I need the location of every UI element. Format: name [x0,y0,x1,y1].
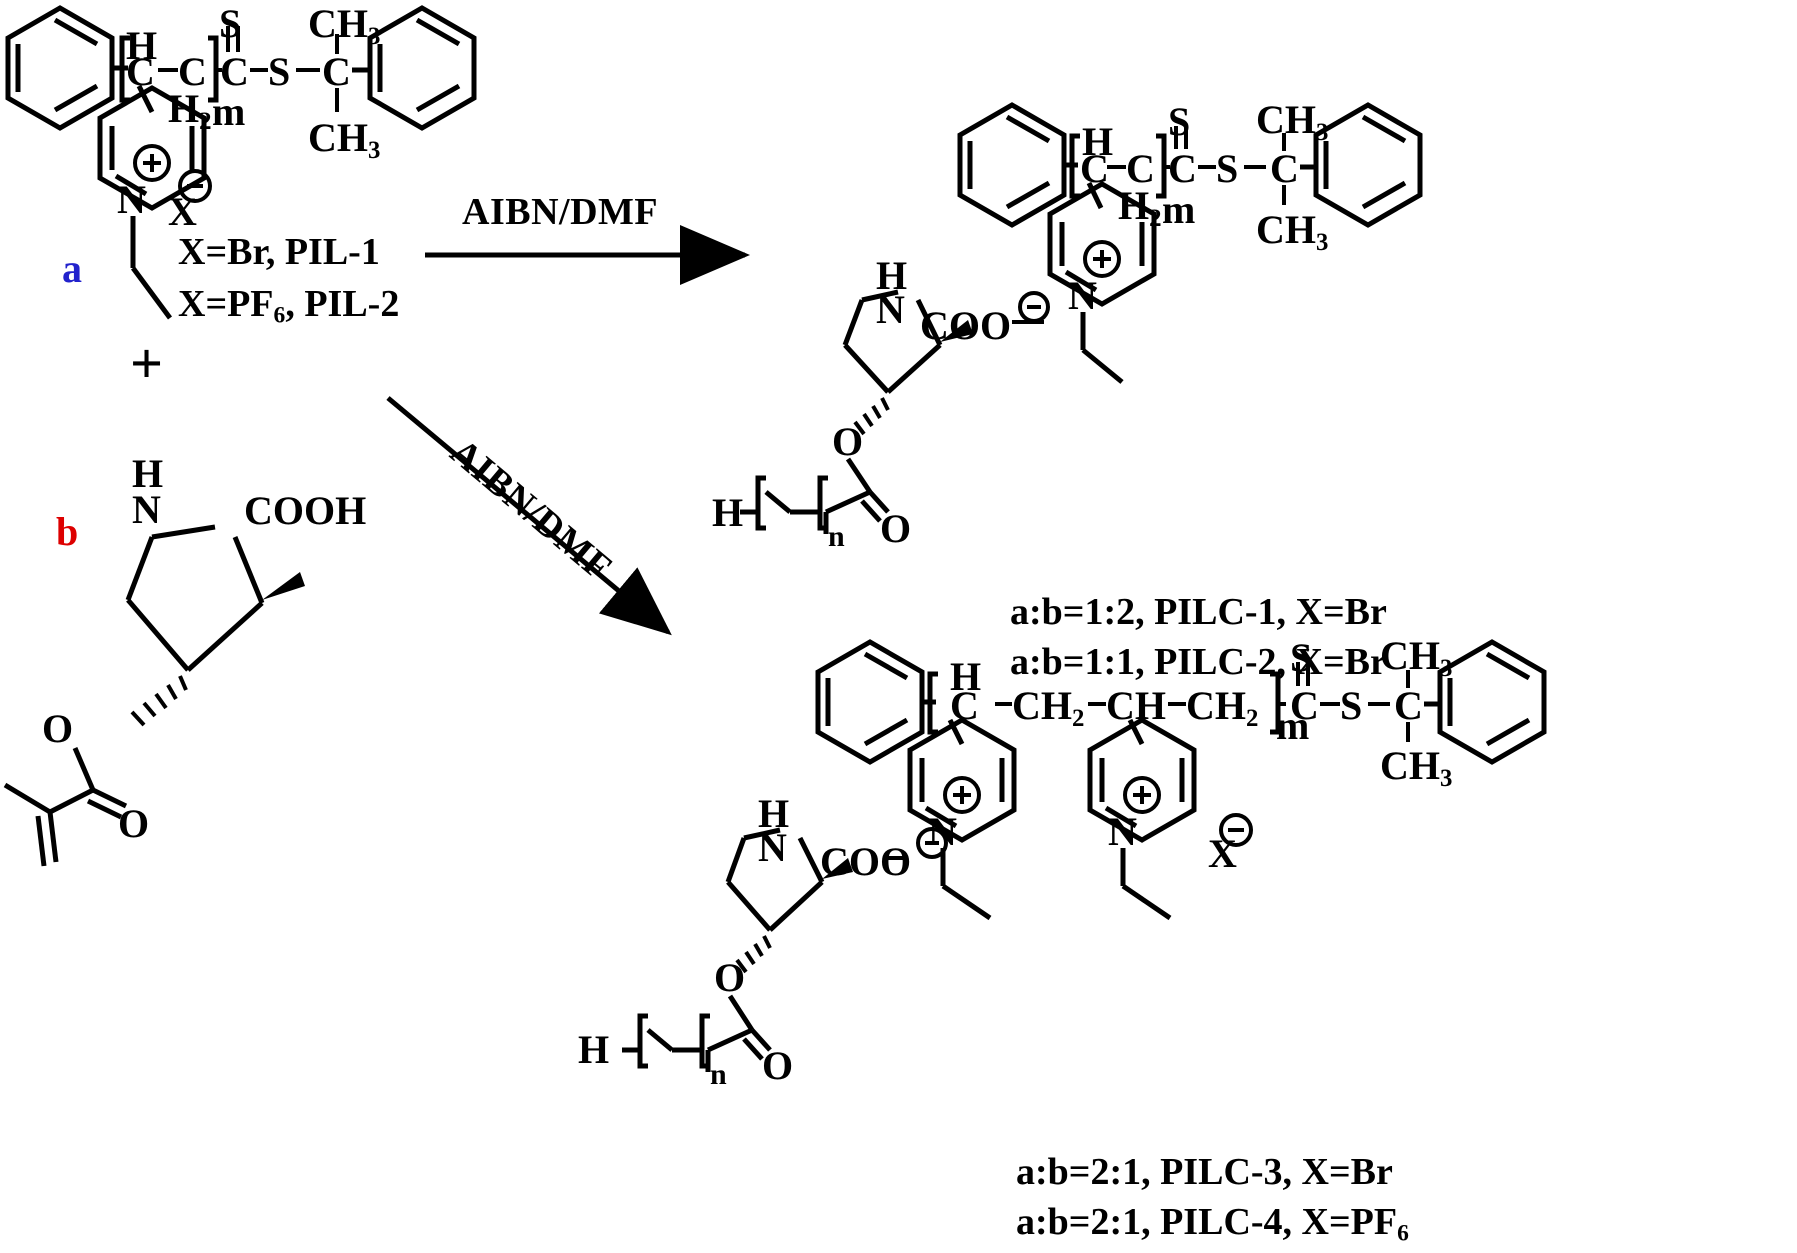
label-ch3-top-p1: CH3 [1256,97,1329,146]
atom-o-ester-b: O [42,706,74,751]
atom-h2-reactant-a: H2 [168,86,212,135]
product-2-structure [622,642,1544,1072]
label-ch3-top-a: CH3 [308,1,381,50]
tag-b: b [56,509,79,554]
atom-c-quaternary-a: C [322,49,351,94]
chain-end-h-p2: H [578,1027,610,1072]
atom-o-ester-p1: O [832,419,864,464]
atom-c1-product1: C [1080,146,1109,191]
atom-c-thiocarbonyl-a: C [220,49,249,94]
atom-o-ester-p2: O [714,955,746,1000]
product1-label-2: a:b=1:1, PILC-2, X=Br [1010,641,1387,683]
product1-label-1: a:b=1:2, PILC-1, X=Br [1010,591,1387,633]
atom-n-pyridinium1-p2: N [928,809,957,854]
label-ch2-a-product2: CH2 [1012,683,1085,732]
product2-label-2: a:b=2:1, PILC-4, X=PF6 [1016,1201,1409,1247]
product2-label-1: a:b=2:1, PILC-3, X=Br [1016,1151,1393,1193]
plus-sign: + [130,331,164,396]
atom-n-amine-b: N [132,487,161,532]
reactant-a-structure [8,8,474,320]
atom-n-pyridinium-p1: N [1068,273,1097,318]
atom-h2-product1: H2 [1118,183,1162,232]
atom-o-carbonyl-p2: O [762,1043,794,1088]
atom-s-thioether-p1: S [1216,146,1239,191]
atom-c-quaternary-p2: C [1394,683,1423,728]
product-1-structure [740,105,1420,534]
atom-n-pyridinium-a: N [117,177,146,222]
label-cooh-b: COOH [244,488,367,533]
subscript-m-reactant-a: m [212,89,246,134]
atom-n-proline-p1: N [876,287,905,332]
atom-s-thiocarbonyl-a: S [219,1,242,46]
atom-o-carbonyl-p1: O [880,506,912,551]
atom-h-product2: H [950,654,982,699]
atom-h-proline-p2: H [758,791,790,836]
arrow-top-label: AIBN/DMF [462,191,659,233]
atom-s-thiocarbonyl-p2: S [1290,635,1313,680]
atom-c1-reactant-a: C [126,49,155,94]
atom-c2-reactant-a: C [178,49,207,94]
atom-n-pyridinium2-p2: N [1108,809,1137,854]
subscript-n-p2: n [710,1058,727,1091]
atom-c2-product1: C [1126,146,1155,191]
atom-h-amine-b: H [132,451,164,496]
variant-label-pil-1: X=Br, PIL-1 [178,231,380,273]
atom-s-thiocarbonyl-p1: S [1168,99,1191,144]
atom-c-product2: C [950,683,979,728]
atom-s-thioether-a: S [268,49,291,94]
label-carboxylate-p2: COO [820,839,912,884]
counter-ion-x-a: X [168,189,197,234]
label-carboxylate-p1: COO [920,303,1012,348]
atom-c-thiocarbonyl-p1: C [1168,146,1197,191]
tag-a: a [62,246,82,291]
subscript-n-p1: n [828,520,845,553]
subscript-m-product2: m [1276,703,1310,748]
label-ch3-bottom-a: CH3 [308,115,381,164]
atom-h-product1: H [1082,119,1114,164]
atom-c-thiocarbonyl-p2: C [1290,683,1319,728]
arrow-diagonal [386,396,672,636]
label-ch2-b-product2: CH2 [1186,683,1259,732]
atom-c-quaternary-p1: C [1270,146,1299,191]
variant-label-pil-2: X=PF6, PIL-2 [178,283,400,329]
label-ch3-bottom-p1: CH3 [1256,207,1329,256]
label-ch3-bottom-p2: CH3 [1380,743,1453,792]
atom-s-thioether-p2: S [1340,683,1363,728]
atom-n-proline-p2: N [758,825,787,870]
label-ch3-top-p2: CH3 [1380,633,1453,682]
subscript-m-product1: m [1162,187,1196,232]
atom-h-proline-p1: H [876,253,908,298]
reactant-b-structure [3,524,305,867]
atom-o-carbonyl-b: O [118,801,150,846]
label-ch-product2: CH [1106,683,1166,728]
atom-h-reactant-a: H [126,23,158,68]
counter-ion-x-p2: X [1208,831,1237,876]
chain-end-h-p1: H [712,490,744,535]
